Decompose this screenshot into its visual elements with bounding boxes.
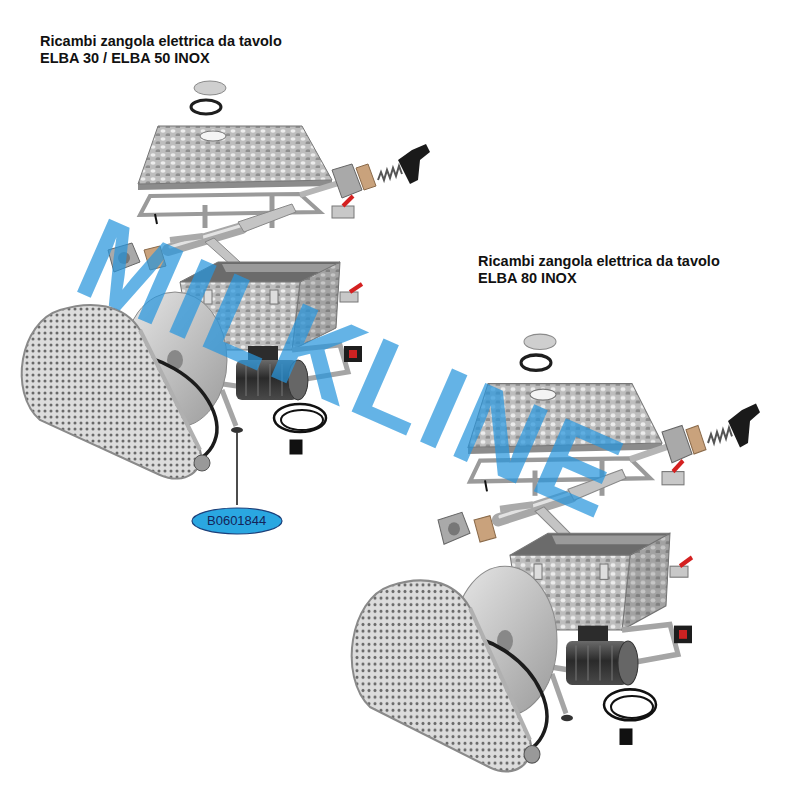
part-code-ellipse: B0601844 (191, 507, 283, 535)
part-code: B0601844 (207, 513, 266, 529)
watermark: MILKLINE (63, 199, 641, 537)
node-body: B0601844 (207, 513, 266, 529)
heading-holder: Ricambi zangola elettrica da tavolo ELBA… (40, 33, 302, 67)
watermark-holder: MILKLINE (63, 199, 641, 537)
ellipse-shape (192, 508, 282, 534)
heading-holder: Ricambi zangola elettrica da tavolo ELBA… (478, 253, 740, 287)
heading: Ricambi zangola elettrica da tavolo ELBA… (478, 253, 740, 287)
leader-line (236, 433, 238, 505)
heading: Ricambi zangola elettrica da tavolo ELBA… (40, 33, 302, 67)
